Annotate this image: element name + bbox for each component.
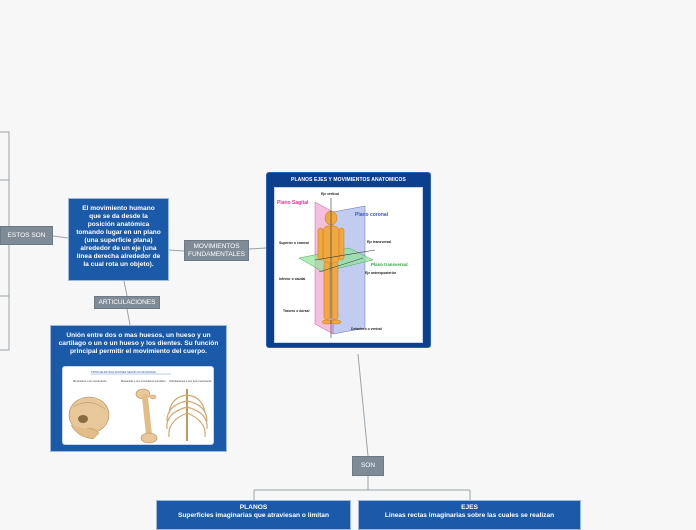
articulaciones-label[interactable]: ARTICULACIONES [94,296,160,309]
planos-node[interactable]: PLANOS Superficies imaginarias que atrav… [156,500,351,530]
body-figure [317,210,345,325]
anatomy-illustration: Plano Sagital Plano coronal Plano transv… [277,192,408,338]
ribcage-icon [166,389,208,441]
femur-icon [135,388,158,444]
planos-ejes-title: PLANOS EJES Y MOVIMIENTOS ANATOMICOS [291,177,406,183]
label-plano-sagital: Plano Sagital [277,200,309,206]
label-eje-anteroposterior: Eje anteroposterior [365,271,397,275]
label-superior: Superior o craneal [279,241,309,245]
planos-desc: Superficies imaginarias que atraviesan o… [178,512,329,520]
label-plano-transversal: Plano transversal [371,262,408,267]
label-inferior: Inferior o caudal [279,277,305,281]
ejes-node[interactable]: EJES Lineas rectas imaginarias sobre las… [358,500,581,530]
movimientos-label[interactable]: MOVIMIENTOS FUNDAMENTALES [184,240,249,261]
ap-axis [318,257,364,273]
joints-label-3: Articulaciones o con leve movimiento [169,379,212,383]
definition-node[interactable]: El movimiento humano que se da desde la … [68,198,169,281]
son-label[interactable]: SON [352,456,384,476]
skull-icon [68,396,110,440]
label-delantero: Delantero o ventral [351,327,382,331]
label-eje-vertical: Eje vertical [321,192,339,196]
label-eje-transversal: Eje transversal [367,240,391,244]
joints-label-1: Movimiento o sin movimiento [73,379,107,383]
ejes-desc: Lineas rectas imaginarias sobre las cual… [384,512,555,520]
label-plano-coronal: Plano coronal [355,212,389,218]
label-trasero: Trasero o dorsal [283,309,309,313]
articulaciones-text: ARTICULACIONES [98,298,156,306]
joints-illustration: TIPOS DE ARTICULACIONES SEGÚN SU MOVILID… [68,369,212,444]
transverse-axis [314,249,376,261]
estos-son-text: ESTOS SON [7,231,46,239]
articulaciones-desc: Unión entre dos o mas huesos, un hueso y… [58,332,219,356]
anatomy-image: Plano Sagital Plano coronal Plano transv… [274,187,423,343]
ejes-title: EJES [461,504,478,511]
son-text: SON [360,462,376,470]
planos-title: PLANOS [239,504,268,511]
joints-caption: TIPOS DE ARTICULACIONES SEGÚN SU MOVILID… [91,369,156,374]
movimientos-text: MOVIMIENTOS FUNDAMENTALES [188,242,245,258]
joints-image: TIPOS DE ARTICULACIONES SEGÚN SU MOVILID… [62,366,214,445]
definition-text: El movimiento humano que se da desde la … [76,205,161,269]
estos-son-label[interactable]: ESTOS SON [0,226,53,245]
joints-label-2: Mantenido o con movimiento completo [121,379,166,383]
